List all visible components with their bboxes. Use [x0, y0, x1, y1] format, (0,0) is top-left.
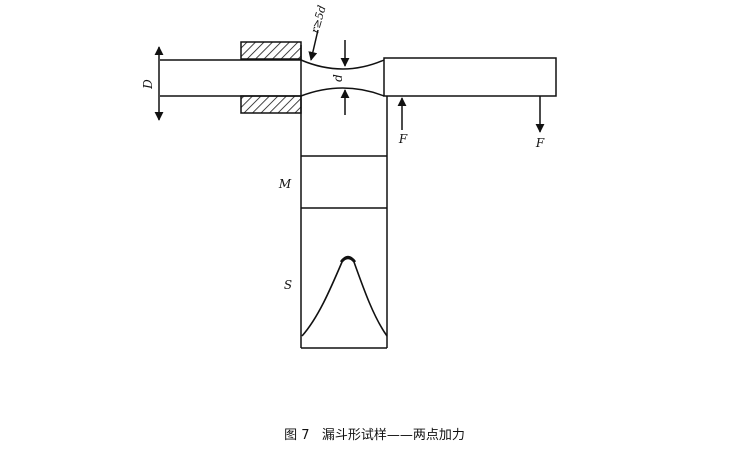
- neck-top-curve: [300, 59, 385, 70]
- neck-bottom-curve: [300, 87, 385, 97]
- label-force-1: F: [398, 132, 408, 146]
- label-force-2: F: [535, 136, 545, 150]
- label-zone-s: S: [284, 278, 292, 292]
- clamp-upper: [240, 41, 302, 60]
- figure-caption: 图 7 漏斗形试样——两点加力: [284, 428, 465, 443]
- clamp-lower: [240, 95, 302, 114]
- fracture-peak-tip: [339, 255, 357, 263]
- radius-leader: [308, 29, 319, 61]
- fracture-peak-profile: [301, 257, 388, 337]
- label-radius: r≥5d: [308, 4, 328, 35]
- label-zone-m: M: [278, 177, 292, 191]
- loading-arm: [383, 57, 557, 97]
- label-D: D: [141, 79, 155, 90]
- funnel-specimen-diagram: D d r≥5d F F M S: [141, 4, 557, 349]
- label-d: d: [331, 74, 345, 82]
